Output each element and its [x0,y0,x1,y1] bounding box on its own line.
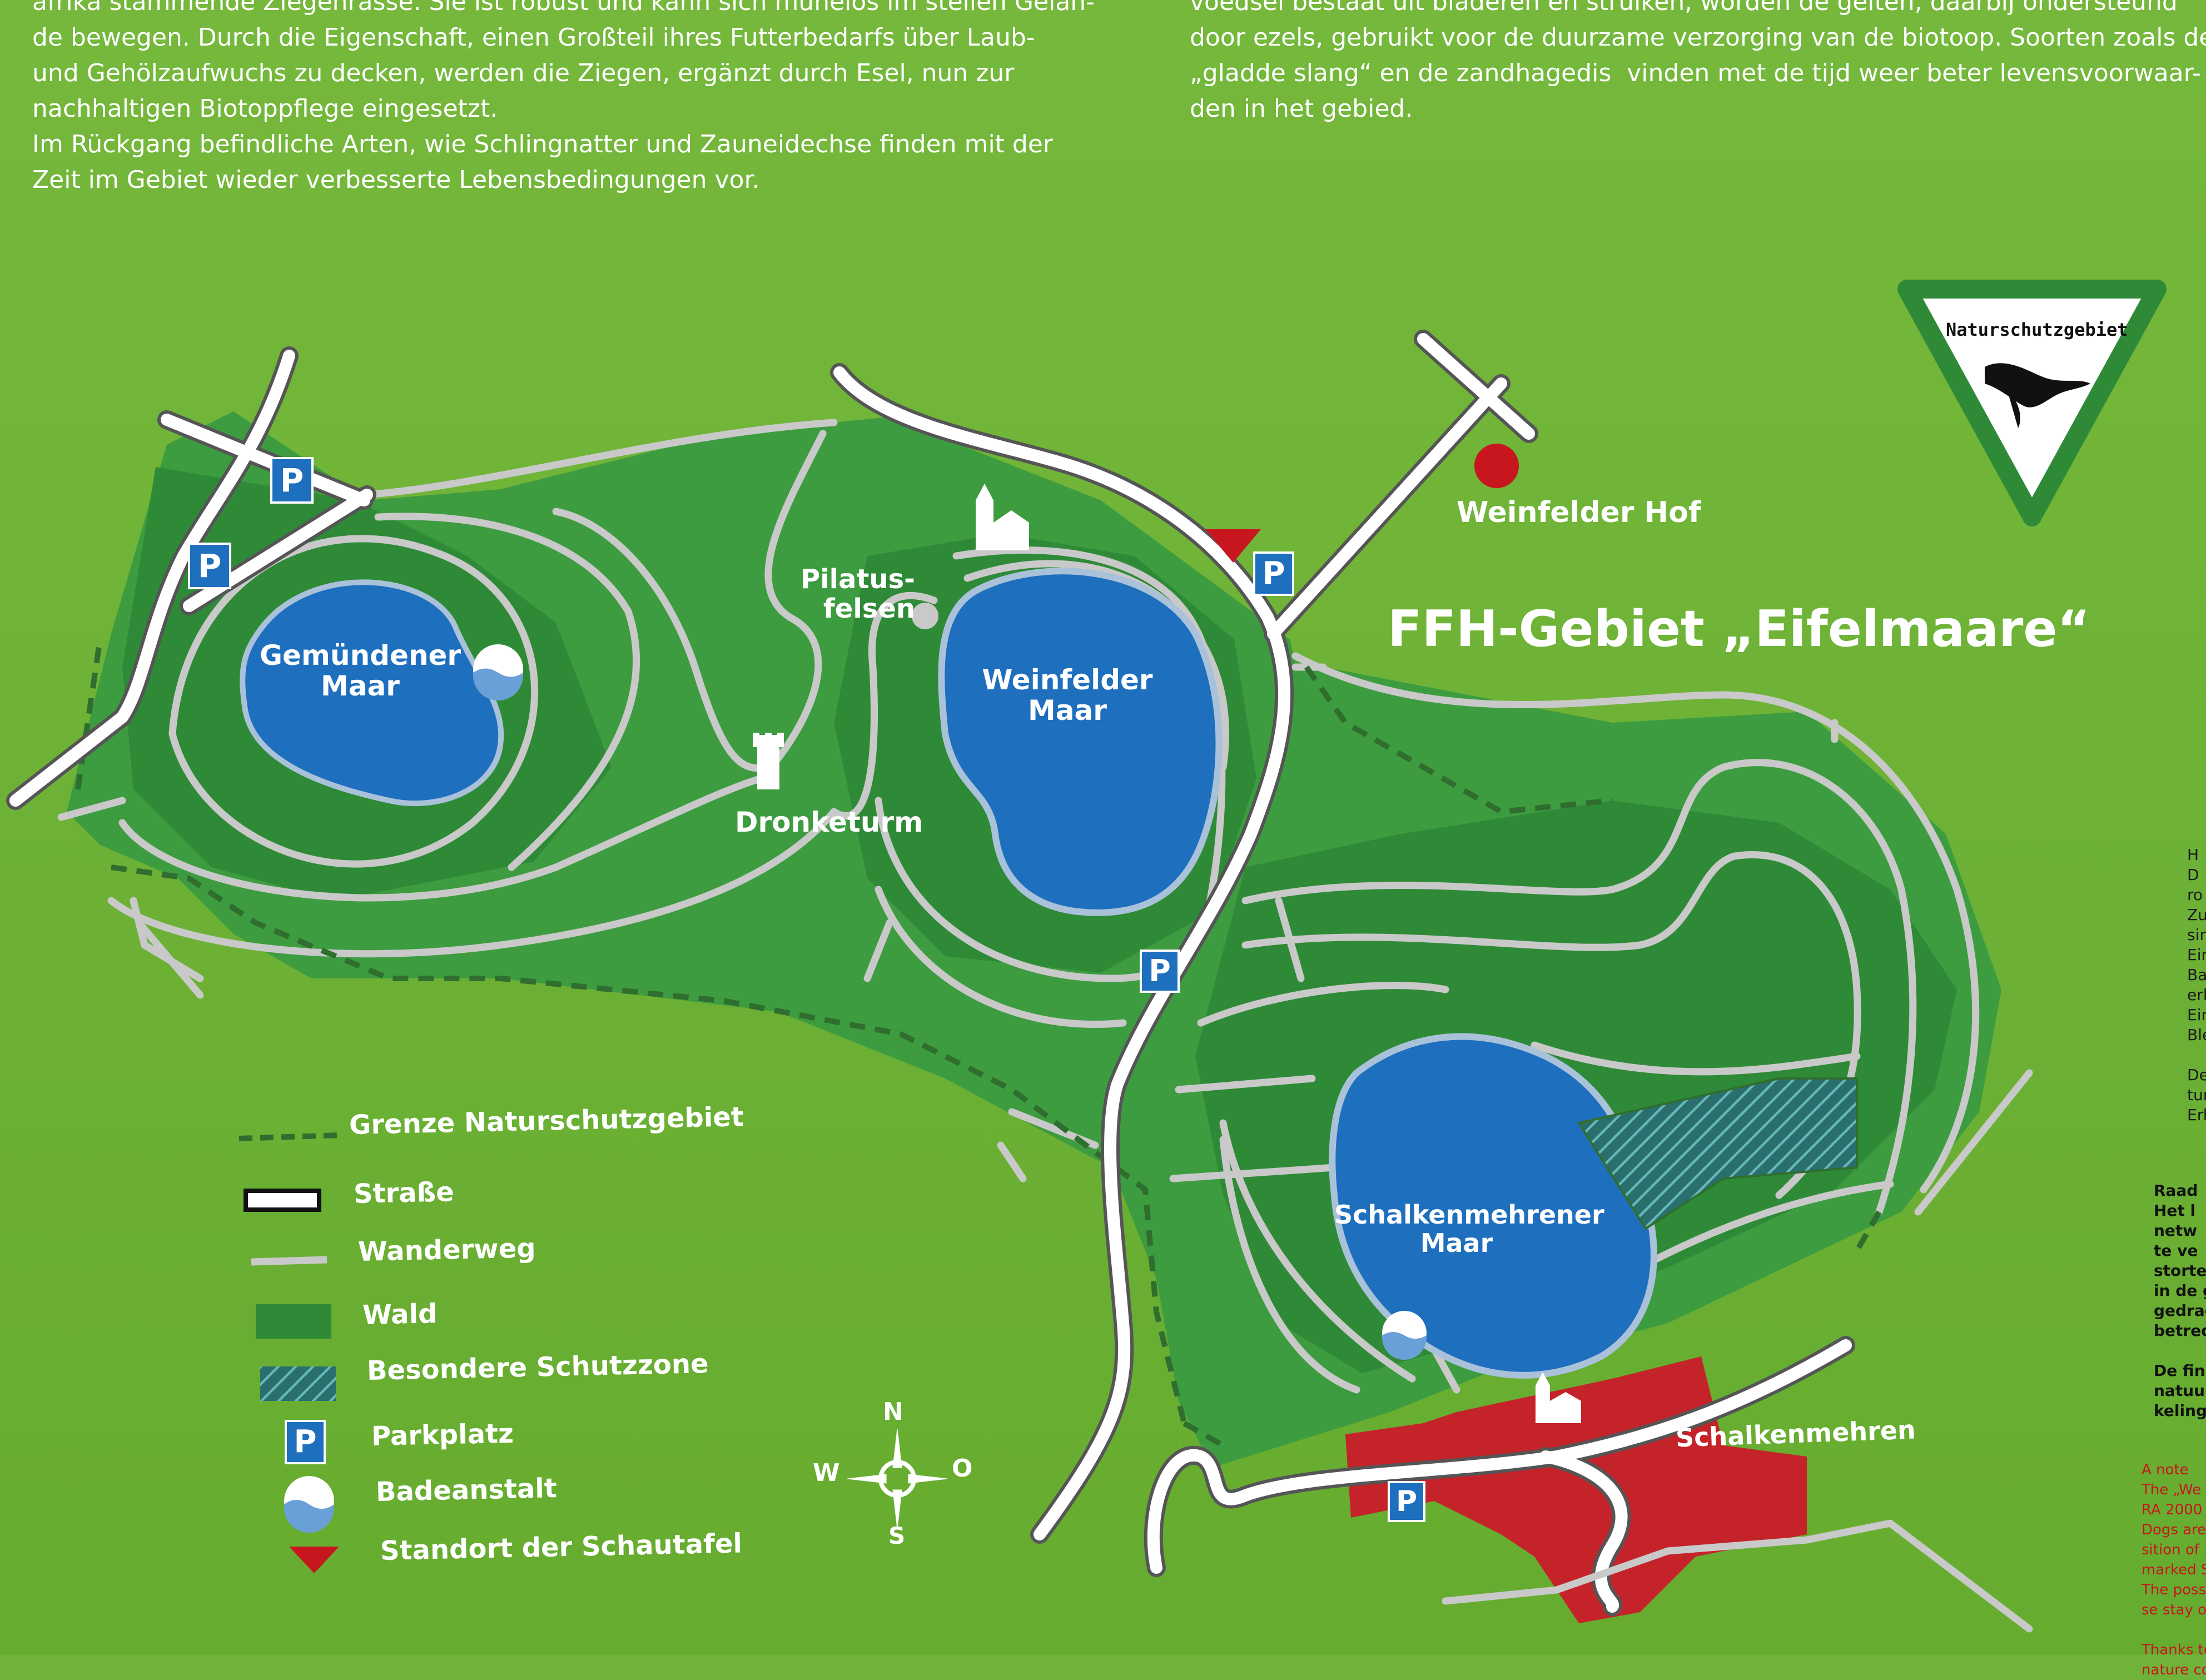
parking-icon: P [1388,1481,1425,1522]
parking-icon: P [270,457,314,504]
nature-reserve-sign-icon [1897,280,2167,526]
parking-icon: P [1140,950,1180,993]
side-panel-text-de: H D ro Zu sin Ein Ba erl Ein Blei Der tu… [2187,846,2206,1124]
legend-label-parking: Parkplatz [371,1418,514,1452]
lake-label-schalkenmehrener: Schalkenmehrener Maar [1334,1200,1604,1258]
parking-icon: P [188,543,231,589]
reserve-boundary [75,639,1882,1448]
tower-icon [753,733,784,789]
side-panel-text-nl: Raad Het l netw te ve storte in de g ged… [2154,1181,2206,1420]
compass-w: W [813,1459,840,1487]
legend-standort-icon [289,1547,339,1573]
lake-weinfelder [938,568,1223,916]
bath-icon [473,644,523,700]
legend-label-forest: Wald [362,1298,438,1331]
compass-o: O [952,1454,973,1483]
intro-text-nl: voedsel bestaat uit bladeren en struiken… [1190,0,2206,123]
road-network [6,330,2033,1633]
eagle-icon [1985,363,2090,428]
lake-label-weinfelder: Weinfelder Maar [982,664,1153,727]
sign-text: Naturschutzgebiet [1946,319,2128,340]
parking-icon: P [1253,551,1294,596]
intro-text-de: afrika stammende Ziegenrasse. Sie ist ro… [32,0,1095,194]
legend-parking-icon: P [285,1420,326,1464]
compass-n: N [883,1398,903,1426]
legend-symbols [239,1132,340,1573]
lake-gemuendener [240,579,504,807]
legend-label-trail: Wanderweg [357,1232,536,1268]
legend-label-bath: Badeanstalt [375,1473,558,1508]
bath-icon [1382,1311,1427,1360]
lake-schalkenmehrener [1329,1033,1657,1379]
legend-label-road: Straße [353,1176,455,1210]
special-protection-zone [1577,1077,1858,1230]
weinfelder-hof-dot-icon [1474,444,1519,488]
standort-marker-icon [1205,529,1261,563]
area-title: FFH-Gebiet „Eifelmaare“ [1388,600,2090,658]
rock-icon [912,603,938,629]
legend-bath-icon [284,1476,334,1533]
place-dronketurm: Dronketurm [735,806,923,838]
compass-rose-icon [847,1428,948,1529]
place-pilatusfelsen: Pilatus- felsen [801,564,916,624]
compass-s: S [888,1522,906,1549]
side-panel-text-en: A note The „We RA 2000 Dogs are sition o… [2142,1462,2206,1678]
church-icon [1536,1372,1581,1423]
lake-label-gemuendener: Gemündener Maar [259,639,461,702]
place-weinfelder-hof: Weinfelder Hof [1457,496,1701,529]
church-icon [976,484,1029,550]
